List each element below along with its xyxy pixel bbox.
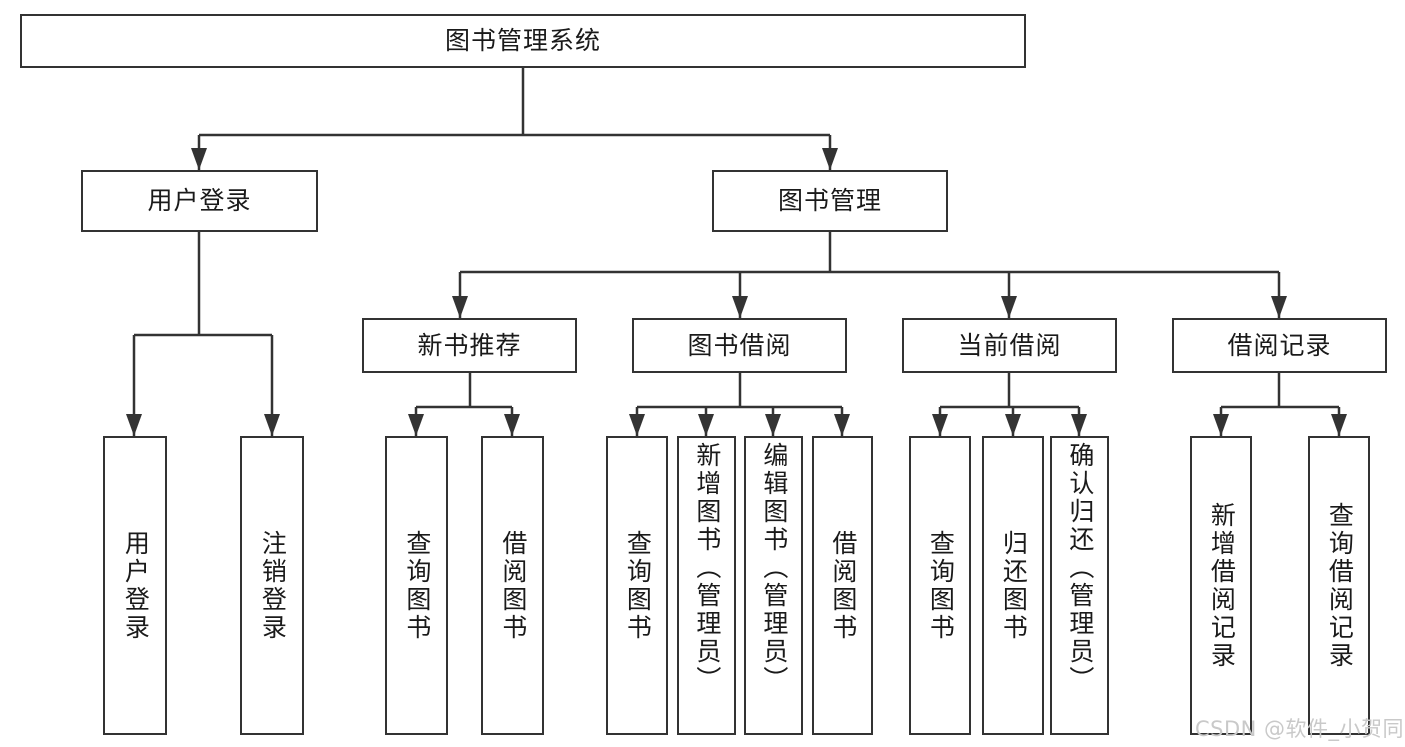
node-label: 用户登录 — [121, 529, 151, 642]
arrow-book-borrow-children-1 — [698, 414, 714, 436]
node-leaf-borrow-book-1: 借阅图书 — [481, 436, 544, 735]
arrow-book-borrow-children-2 — [765, 414, 781, 436]
node-label: 新增借阅记录 — [1207, 501, 1237, 670]
node-root: 图书管理系统 — [20, 14, 1026, 68]
node-label: 当前借阅 — [957, 330, 1062, 360]
node-leaf-borrow-book-2: 借阅图书 — [812, 436, 873, 735]
arrow-book-borrow-children-0 — [629, 414, 645, 436]
node-leaf-logout: 注销登录 — [240, 436, 304, 735]
node-label: 编辑图书（管理员） — [759, 442, 789, 694]
node-leaf-edit-book: 编辑图书（管理员） — [744, 436, 803, 735]
arrow-book-borrow-children-3 — [834, 414, 850, 436]
arrow-current-borrow-children-0 — [932, 414, 948, 436]
node-leaf-return-book: 归还图书 — [982, 436, 1044, 735]
node-current-borrow: 当前借阅 — [902, 318, 1117, 373]
arrow-book-manage-2 — [1001, 296, 1017, 318]
arrow-book-manage-1 — [732, 296, 748, 318]
node-label: 查询图书 — [926, 529, 956, 642]
node-user-login: 用户登录 — [81, 170, 318, 232]
node-label: 归还图书 — [999, 529, 1029, 642]
arrow-borrow-record-children-1 — [1331, 414, 1347, 436]
arrow-new-book-rec-children-1 — [504, 414, 520, 436]
node-leaf-query-book-2: 查询图书 — [606, 436, 668, 735]
arrow-current-borrow-children-1 — [1005, 414, 1021, 436]
node-label: 图书借阅 — [687, 330, 792, 360]
node-label: 查询图书 — [402, 529, 432, 642]
node-label: 新增图书（管理员） — [692, 442, 722, 694]
arrow-new-book-rec-children-0 — [408, 414, 424, 436]
arrow-current-borrow-children-2 — [1071, 414, 1087, 436]
arrow-root-1 — [822, 148, 838, 170]
arrow-book-manage-0 — [452, 296, 468, 318]
arrow-book-manage-3 — [1271, 296, 1287, 318]
node-label: 确认归还（管理员） — [1065, 442, 1095, 694]
node-leaf-add-book: 新增图书（管理员） — [677, 436, 736, 735]
node-leaf-query-record: 查询借阅记录 — [1308, 436, 1370, 735]
node-label: 用户登录 — [147, 186, 252, 216]
node-label: 借阅图书 — [498, 529, 528, 642]
node-leaf-query-book-1: 查询图书 — [385, 436, 448, 735]
node-borrow-record: 借阅记录 — [1172, 318, 1387, 373]
node-label: 查询图书 — [623, 529, 653, 642]
node-label: 图书管理系统 — [444, 26, 601, 56]
arrow-borrow-record-children-0 — [1213, 414, 1229, 436]
node-new-book-rec: 新书推荐 — [362, 318, 577, 373]
node-leaf-query-book-3: 查询图书 — [909, 436, 971, 735]
node-leaf-confirm-return: 确认归还（管理员） — [1050, 436, 1109, 735]
node-leaf-add-record: 新增借阅记录 — [1190, 436, 1252, 735]
node-label: 查询借阅记录 — [1325, 501, 1355, 670]
node-book-borrow: 图书借阅 — [632, 318, 847, 373]
csdn-watermark: CSDN @软件_小贺同学 — [1195, 717, 1405, 741]
arrow-root-0 — [191, 148, 207, 170]
node-label: 图书管理 — [777, 186, 882, 216]
node-leaf-user-login: 用户登录 — [103, 436, 167, 735]
node-label: 借阅图书 — [828, 529, 858, 642]
node-label: 新书推荐 — [417, 330, 522, 360]
node-book-manage: 图书管理 — [712, 170, 948, 232]
node-label: 注销登录 — [258, 529, 288, 642]
node-label: 借阅记录 — [1227, 330, 1332, 360]
arrow-user-login-1 — [264, 414, 280, 436]
arrow-user-login-0 — [126, 414, 142, 436]
